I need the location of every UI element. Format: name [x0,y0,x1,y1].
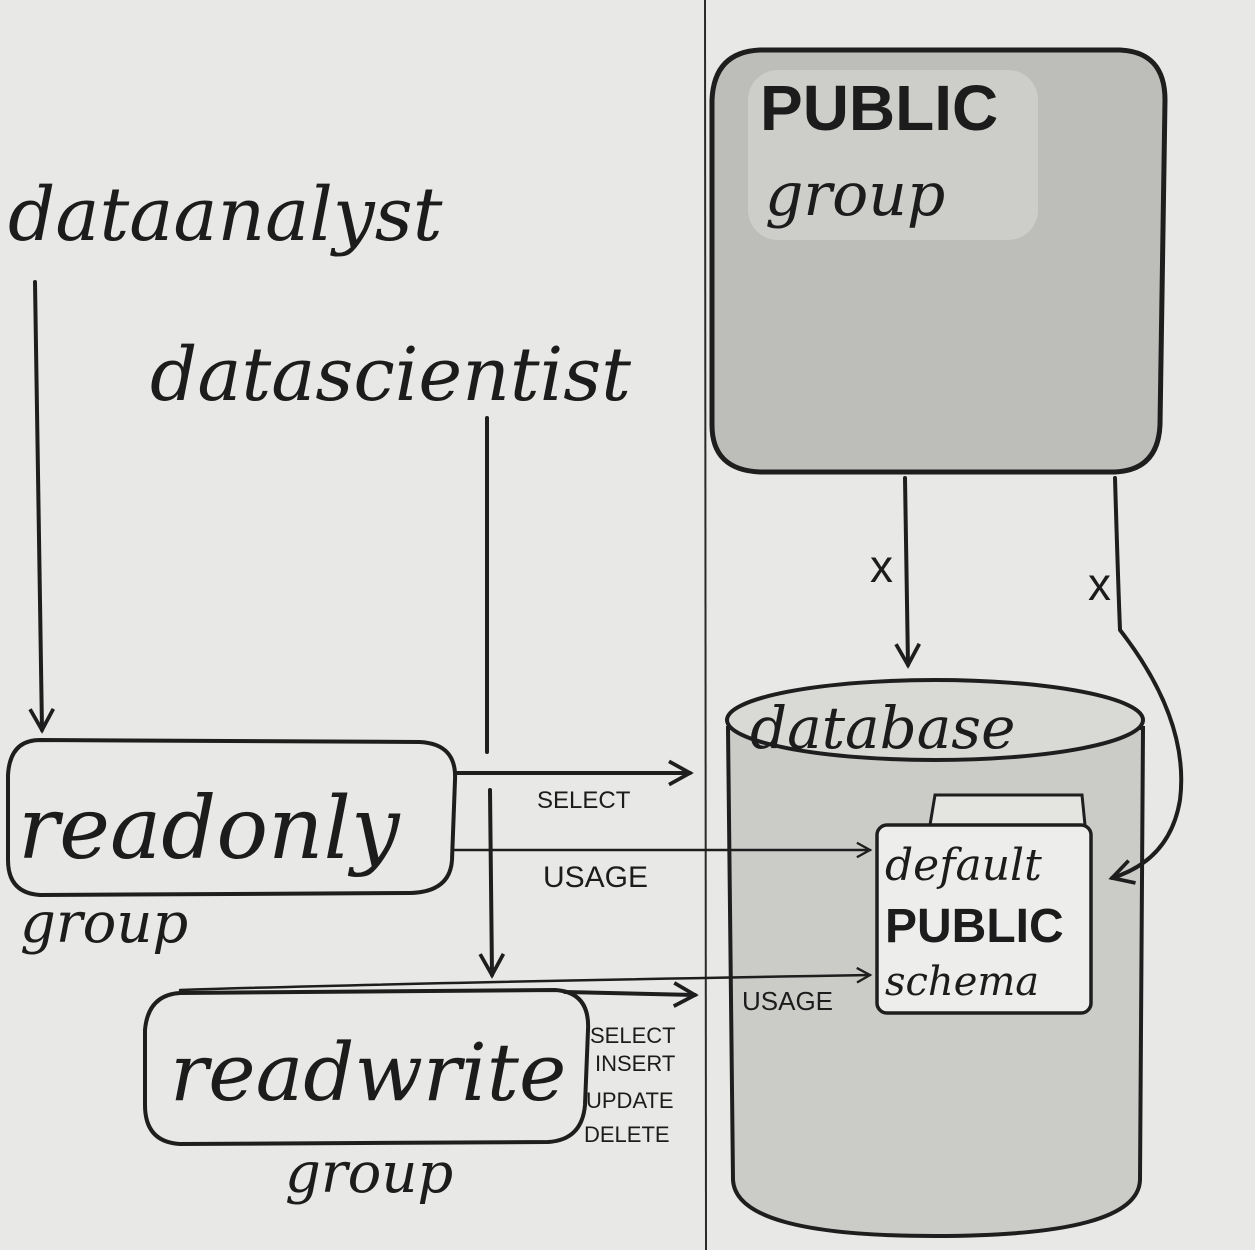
readonly-group: readonly group [6,737,458,956]
user-dataanalyst: dataanalyst [8,172,443,258]
arrow-readwrite-crud [563,981,699,1008]
label-readonly-usage: USAGE [543,861,648,894]
public-schema-box [875,823,1093,1015]
readwrite-group: readwrite group [143,987,591,1206]
public-schema: default PUBLIC schema [875,793,1093,1015]
public-group-suffix: group [765,160,945,230]
arrow-dataanalyst-to-readonly [28,280,55,734]
label-readwrite-crud-3: DELETE [584,1122,670,1147]
readwrite-group-suffix: group [285,1141,453,1206]
label-readwrite-crud-2: UPDATE [586,1088,674,1113]
database-label: database [750,694,1015,762]
readonly-group-box [6,737,458,898]
page-fold-line [704,0,707,1250]
arrow-readwrite-usage [178,966,873,992]
public-group-title: PUBLIC [760,72,998,144]
public-schema-line3: schema [885,959,1039,1005]
blocked-mark-schema: x [1088,558,1111,610]
user-datascientist: datascientist [150,332,631,418]
arrow-public-to-database [894,476,921,669]
public-schema-line1: default [885,840,1042,891]
label-readwrite-crud-0: SELECT [590,1023,676,1048]
readonly-group-name: readonly [18,779,401,879]
label-readwrite-crud-1: INSERT [595,1051,675,1076]
public-schema-tab [928,793,1087,826]
public-group: PUBLIC group [709,47,1168,475]
public-schema-line2: PUBLIC [885,900,1064,953]
blocked-mark-database: x [870,540,893,592]
database-cylinder-top [725,678,1145,762]
public-group-label-highlight [748,70,1038,240]
label-readwrite-usage: USAGE [742,986,833,1016]
label-readonly-select: SELECT [537,787,631,814]
readwrite-group-box [143,987,591,1147]
readwrite-group-name: readwrite [170,1026,566,1119]
arrow-readonly-to-readwrite [478,788,506,979]
arrow-public-to-schema [1108,476,1184,885]
readonly-group-suffix: group [20,891,188,956]
